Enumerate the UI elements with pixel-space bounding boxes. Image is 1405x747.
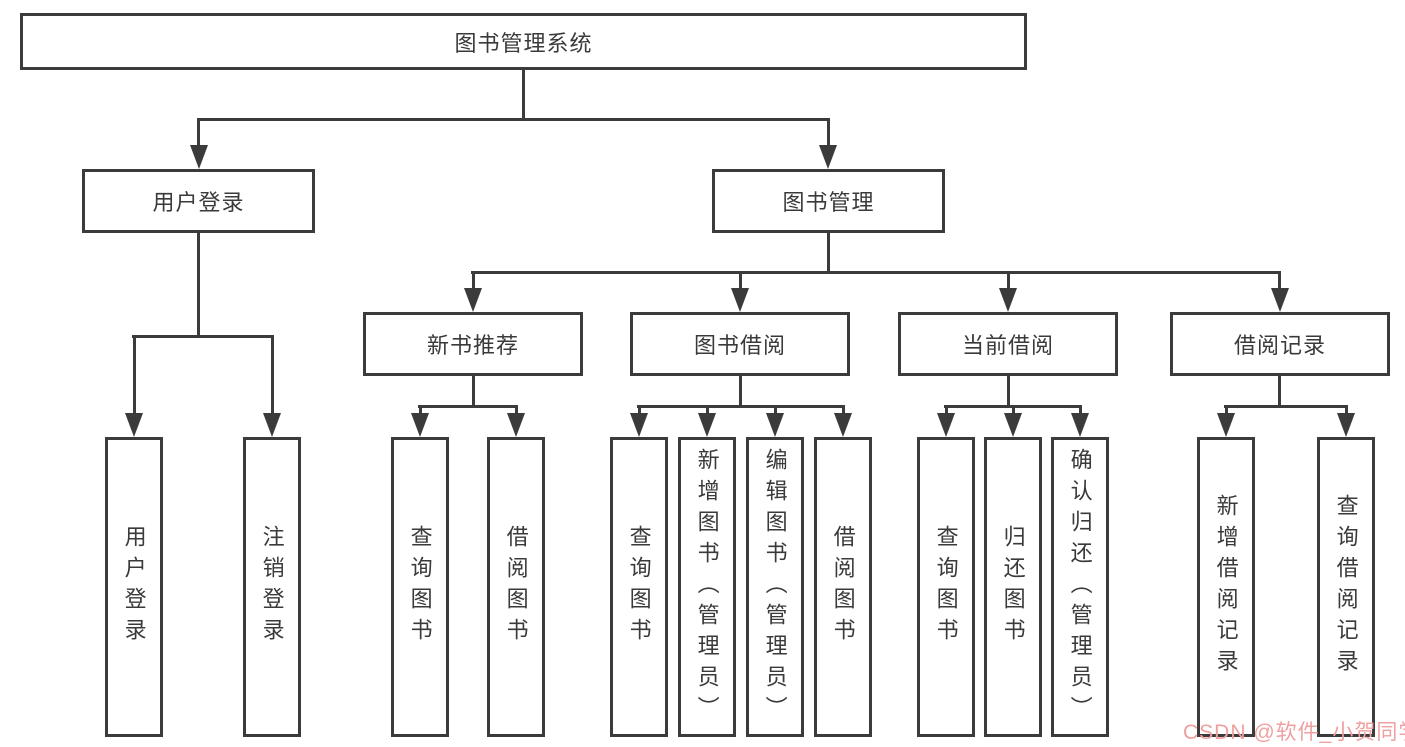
connector-line (1079, 405, 1082, 417)
connector-line (842, 405, 845, 417)
connector-line (774, 405, 777, 417)
leaf-logout: 注销登录 (243, 437, 301, 737)
arrow-down-icon (411, 413, 429, 437)
connector-line (271, 335, 274, 417)
node-root: 图书管理系统 (20, 13, 1027, 70)
arrow-down-icon (190, 145, 208, 169)
leaf-add-books-admin: 新增图书（管理员） (678, 437, 736, 737)
leaf-edit-books-admin: 编辑图书（管理员） (746, 437, 804, 737)
node-new-book-recommend: 新书推荐 (363, 312, 583, 376)
arrow-down-icon (263, 413, 281, 437)
connector-line (197, 118, 200, 148)
connector-line (706, 405, 709, 417)
arrow-down-icon (937, 413, 955, 437)
leaf-user-login: 用户登录 (105, 437, 163, 737)
arrow-down-icon (1217, 413, 1235, 437)
connector-line (1007, 271, 1010, 293)
arrow-down-icon (731, 288, 749, 312)
arrow-down-icon (1337, 413, 1355, 437)
connector-line (419, 405, 422, 417)
connector-line (472, 271, 475, 293)
connector-line (945, 405, 948, 417)
connector-line (472, 376, 475, 407)
connector-line (471, 271, 1281, 274)
arrow-down-icon (507, 413, 525, 437)
leaf-query-borrow-record: 查询借阅记录 (1317, 437, 1375, 737)
connector-line (739, 376, 742, 407)
leaf-query-books-3: 查询图书 (917, 437, 975, 737)
connector-line (132, 335, 274, 338)
node-user-login: 用户登录 (82, 169, 315, 233)
arrow-down-icon (125, 413, 143, 437)
arrow-down-icon (630, 413, 648, 437)
node-borrow-records: 借阅记录 (1170, 312, 1390, 376)
connector-line (827, 118, 830, 148)
connector-line (1224, 405, 1348, 408)
leaf-borrow-books-2: 借阅图书 (814, 437, 872, 737)
connector-line (515, 405, 518, 417)
leaf-query-books-1: 查询图书 (391, 437, 449, 737)
connector-line (1278, 376, 1281, 407)
connector-line (739, 271, 742, 293)
leaf-confirm-return-admin: 确认归还（管理员） (1051, 437, 1109, 737)
leaf-query-books-2: 查询图书 (610, 437, 668, 737)
leaf-borrow-books-1: 借阅图书 (487, 437, 545, 737)
arrow-down-icon (1004, 413, 1022, 437)
connector-line (1007, 376, 1010, 407)
connector-line (827, 233, 830, 274)
node-book-management: 图书管理 (712, 169, 945, 233)
connector-line (1012, 405, 1015, 417)
arrow-down-icon (819, 145, 837, 169)
connector-line (1278, 271, 1281, 293)
connector-line (638, 405, 641, 417)
connector-line (1225, 405, 1228, 417)
leaf-return-books: 归还图书 (984, 437, 1042, 737)
arrow-down-icon (1271, 288, 1289, 312)
connector-line (197, 118, 830, 121)
connector-line (1345, 405, 1348, 417)
node-book-borrow: 图书借阅 (630, 312, 850, 376)
arrow-down-icon (834, 413, 852, 437)
arrow-down-icon (999, 288, 1017, 312)
arrow-down-icon (464, 288, 482, 312)
connector-line (522, 70, 525, 120)
arrow-down-icon (766, 413, 784, 437)
csdn-watermark: CSDN @软件_小贺同学 (1183, 721, 1405, 744)
arrow-down-icon (1071, 413, 1089, 437)
connector-line (133, 335, 136, 417)
leaf-add-borrow-record: 新增借阅记录 (1197, 437, 1255, 737)
connector-line (197, 233, 200, 337)
connector-line (418, 405, 518, 408)
node-current-borrow: 当前借阅 (898, 312, 1118, 376)
connector-line (637, 405, 845, 408)
arrow-down-icon (698, 413, 716, 437)
